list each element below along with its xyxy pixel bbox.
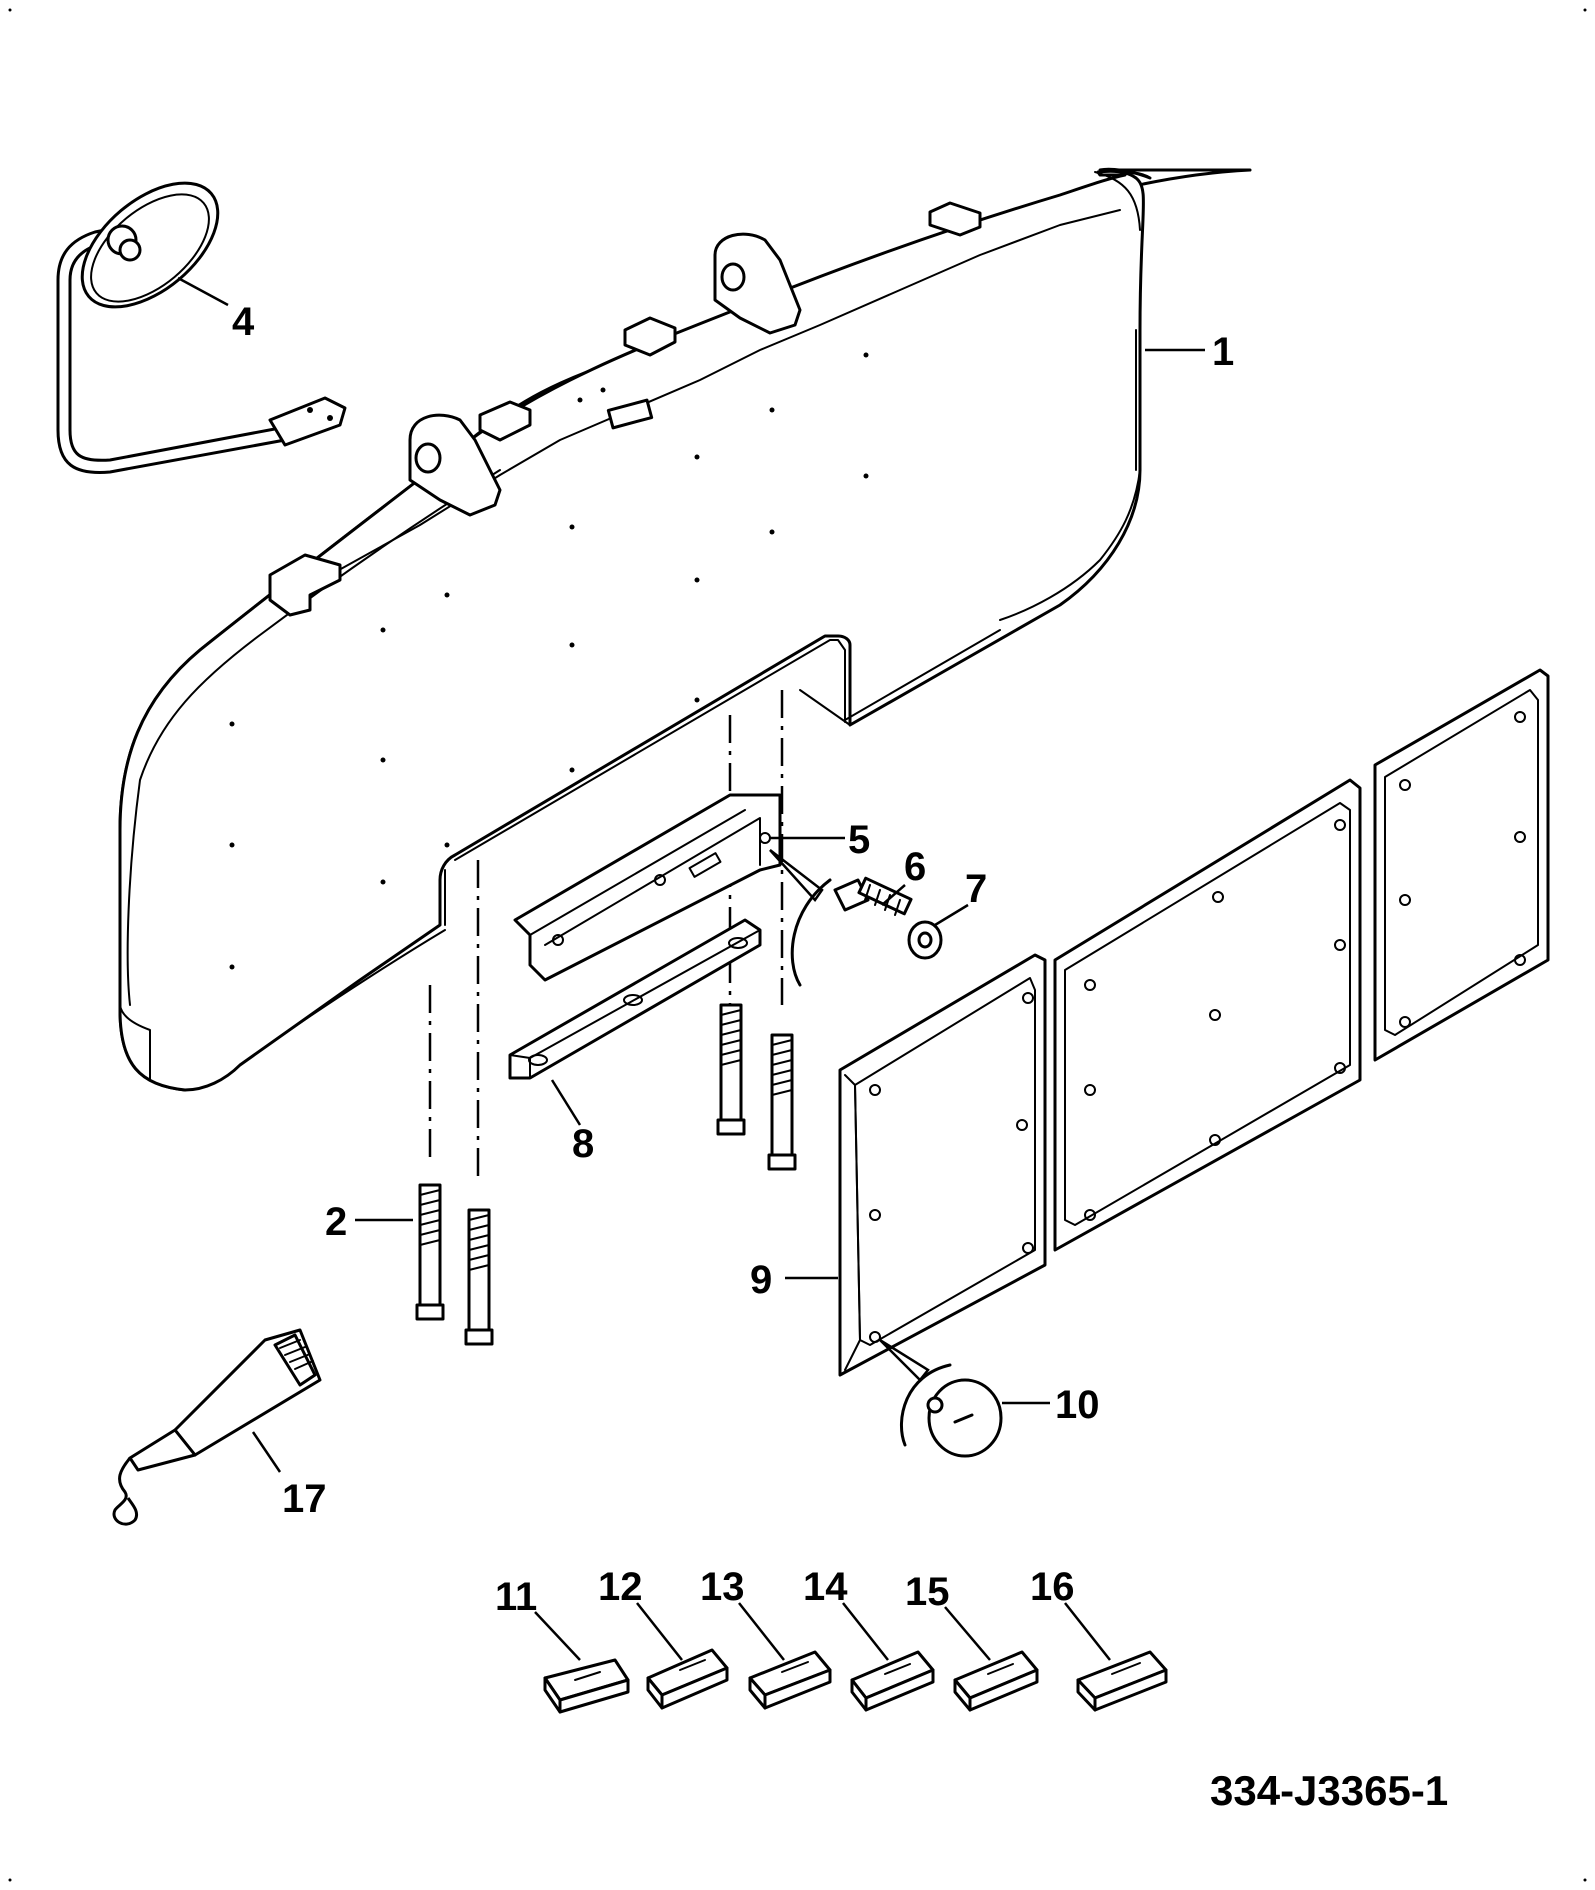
callout-2: 2 (325, 1200, 347, 1244)
callout-labels: 1 2 4 5 6 7 8 9 10 11 12 13 14 15 16 17 (232, 300, 1234, 1619)
callout-5: 5 (848, 818, 870, 862)
callout-14: 14 (803, 1565, 848, 1609)
callout-4: 4 (232, 300, 255, 344)
long-bolts (415, 1003, 797, 1346)
leader-lines (177, 276, 1205, 1661)
corner-marks (8, 8, 1587, 1882)
callout-16: 16 (1030, 1565, 1075, 1609)
mirror (56, 181, 347, 474)
shim-14 (850, 1650, 935, 1712)
spacer-bar (508, 918, 762, 1080)
callout-10: 10 (1055, 1383, 1100, 1427)
shim-11 (543, 1658, 630, 1714)
shims (543, 1648, 1168, 1714)
callout-11: 11 (495, 1575, 537, 1619)
callout-1: 1 (1212, 330, 1234, 374)
callout-13: 13 (700, 1565, 745, 1609)
callout-6: 6 (904, 845, 926, 889)
panel-plug-detail (879, 1338, 1003, 1458)
callout-7: 7 (965, 867, 987, 911)
sealant-tube (112, 1328, 322, 1526)
detail-bolt-washer (769, 849, 943, 987)
callout-12: 12 (598, 1565, 643, 1609)
bracket (513, 793, 782, 982)
callout-17: 17 (282, 1477, 327, 1521)
shim-13 (748, 1650, 832, 1710)
counterweight-body (118, 167, 1252, 1092)
surface-bolt-dots (229, 352, 869, 970)
shim-16 (1076, 1650, 1168, 1712)
callout-8: 8 (572, 1122, 594, 1166)
shim-15 (953, 1650, 1039, 1712)
shim-12 (646, 1648, 729, 1710)
callout-15: 15 (905, 1570, 950, 1614)
cover-panels (838, 668, 1550, 1377)
callout-9: 9 (750, 1258, 772, 1302)
drawing-reference-code: 334-J3365-1 (1210, 1767, 1448, 1814)
